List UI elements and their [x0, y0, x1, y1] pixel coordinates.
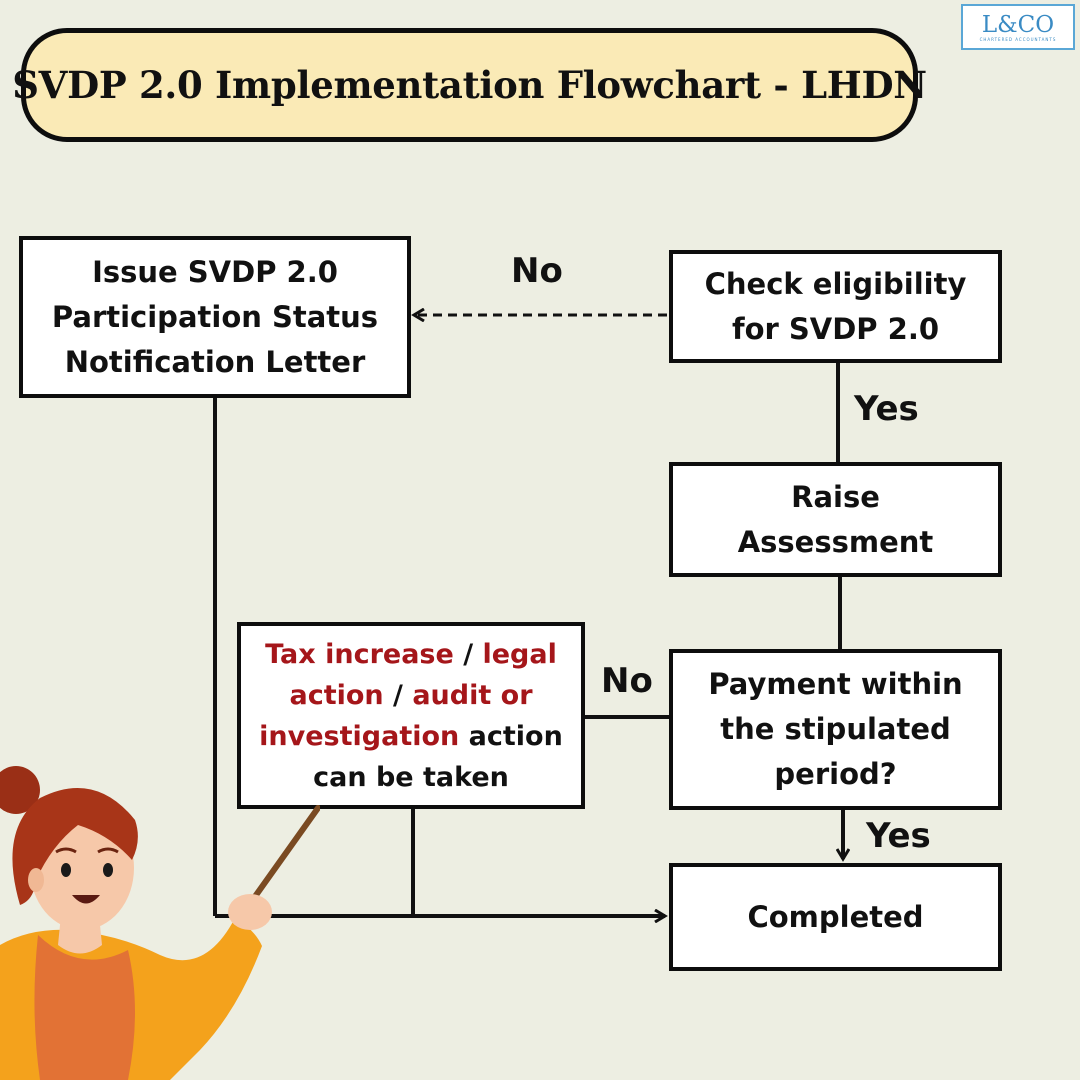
action-text: action — [289, 679, 384, 711]
eligibility-yes-label: Yes — [854, 389, 919, 429]
title-banner: SVDP 2.0 Implementation Flowchart - LHDN — [12, 28, 927, 142]
separator-1: / — [453, 638, 483, 670]
issue-letter-node: Issue SVDP 2.0 Participation Status Noti… — [19, 236, 411, 398]
brow-right — [97, 847, 119, 854]
tax-increase-text: Tax increase — [265, 638, 454, 670]
check-eligibility-node: Check eligibility for SVDP 2.0 — [669, 250, 1002, 363]
payment-yes-label: Yes — [866, 816, 931, 856]
eye-left — [61, 863, 71, 877]
brow-left — [55, 847, 77, 854]
ear — [28, 868, 44, 892]
raise-assessment-line-1: Raise — [791, 479, 880, 514]
consequences-line-3: investigation action — [259, 716, 563, 757]
hair — [12, 787, 138, 905]
pointer-stick — [241, 805, 320, 915]
check-eligibility-line-1: Check eligibility — [704, 266, 967, 301]
page-title: SVDP 2.0 Implementation Flowchart - LHDN — [12, 63, 927, 107]
presenter-illustration — [0, 766, 320, 1080]
payment-no-label: No — [601, 661, 653, 701]
completed-node: Completed — [669, 863, 1002, 971]
issue-letter-line-3: Notification Letter — [64, 344, 366, 379]
payment-line-1: Payment within — [708, 667, 963, 701]
action-suffix-text: action — [459, 720, 563, 752]
audit-text: audit or — [412, 679, 533, 711]
separator-2: / — [383, 679, 413, 711]
logo-subtext: CHARTERED ACCOUNTANTS — [979, 36, 1057, 42]
check-eligibility-line-2: for SVDP 2.0 — [731, 311, 940, 346]
issue-letter-line-2: Participation Status — [51, 299, 379, 334]
shirt — [34, 935, 135, 1080]
hair-bun — [0, 766, 40, 814]
investigation-text: investigation — [259, 720, 460, 752]
payment-line-2: the stipulated — [720, 712, 951, 746]
consequences-line-1: Tax increase / legal — [259, 634, 563, 675]
eligibility-no-label: No — [511, 251, 563, 291]
legal-text: legal — [482, 638, 557, 670]
issue-letter-line-1: Issue SVDP 2.0 — [92, 254, 338, 289]
payment-line-3: period? — [774, 757, 897, 791]
consequences-line-2: action / audit or — [259, 675, 563, 716]
logo-text: L&CO — [981, 11, 1055, 38]
mouth — [72, 895, 100, 904]
completed-label: Completed — [747, 899, 924, 934]
eye-right — [103, 863, 113, 877]
company-logo: L&CO CHARTERED ACCOUNTANTS — [961, 4, 1075, 50]
raise-assessment-node: Raise Assessment — [669, 462, 1002, 577]
hand — [228, 894, 272, 930]
consequences-node: Tax increase / legal action / audit or i… — [237, 622, 585, 809]
consequences-line-4: can be taken — [313, 761, 509, 793]
raise-assessment-line-2: Assessment — [737, 524, 934, 559]
payment-decision-node: Payment within the stipulated period? — [669, 649, 1002, 810]
